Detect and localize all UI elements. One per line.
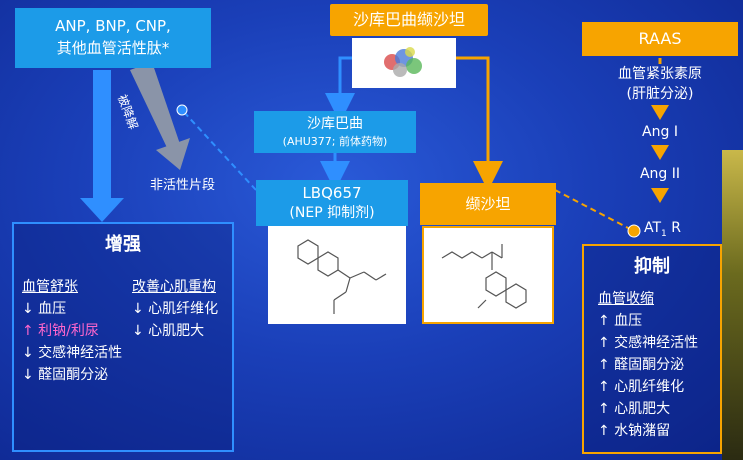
nep-inhibition-line bbox=[181, 109, 257, 191]
enhance-item: ↓ 醛固酮分泌 bbox=[22, 367, 109, 383]
valsartan-structure-image bbox=[422, 226, 554, 324]
natriuretic-line2: 其他血管活性肽* bbox=[56, 39, 170, 57]
enhance-item-highlight: ↑ 利钠/利尿 bbox=[22, 323, 99, 339]
angiotensinogen-label: 血管紧张素原 bbox=[618, 66, 702, 82]
at1r-r: R bbox=[666, 220, 681, 236]
lbq657-structure-icon bbox=[297, 239, 387, 314]
sacubitril-sub: (AHU377; 前体药物) bbox=[282, 135, 388, 148]
inactive-fragment-label: 非活性片段 bbox=[150, 178, 216, 193]
raas-arrow-1 bbox=[651, 105, 669, 120]
anp-to-enhance-arrow bbox=[80, 70, 124, 222]
molecule-3d-icon bbox=[384, 47, 422, 77]
sacubitril-name: 沙库巴曲 bbox=[307, 116, 363, 132]
natriuretic-line1: ANP, BNP, CNP, bbox=[55, 17, 171, 35]
valsartan-box: 缬沙坦 bbox=[420, 183, 556, 225]
raas-box: RAAS bbox=[582, 22, 738, 56]
natriuretic-peptides-box: ANP, BNP, CNP, 其他血管活性肽* bbox=[15, 8, 211, 68]
drug-to-valsartan-arrow bbox=[455, 56, 503, 191]
inhibition-dot bbox=[176, 104, 188, 116]
enhance-item: ↓ 血压 bbox=[22, 301, 67, 317]
inhibit-head: 血管收缩 bbox=[598, 291, 654, 307]
inhibit-list: 血管收缩 ↑ 血压 ↑ 交感神经活性 ↑ 醛固酮分泌 ↑ 心肌纤维化 ↑ 心肌肥… bbox=[584, 288, 720, 442]
at1r-sub: 1 bbox=[661, 228, 667, 239]
side-decoration bbox=[722, 150, 743, 460]
inhibit-item: ↑ 心肌肥大 bbox=[598, 401, 671, 417]
inhibit-panel: 抑制 血管收缩 ↑ 血压 ↑ 交感神经活性 ↑ 醛固酮分泌 ↑ 心肌纤维化 ↑ … bbox=[582, 244, 722, 454]
valsartan-block-line bbox=[554, 189, 633, 231]
ang1-label: Ang I bbox=[642, 124, 678, 140]
lbq657-box: LBQ657 (NEP 抑制剂) bbox=[256, 180, 408, 226]
inhibit-item: ↑ 水钠潴留 bbox=[598, 423, 671, 439]
inhibit-item: ↑ 血压 bbox=[598, 313, 643, 329]
raas-arrow-2 bbox=[651, 145, 669, 160]
raas-arrow-3 bbox=[651, 188, 669, 203]
enhance-title: 增强 bbox=[105, 234, 141, 255]
enhance-item: ↓ 心肌肥大 bbox=[132, 323, 205, 339]
lbq657-structure-image bbox=[268, 226, 406, 324]
at1r-label: AT1 R bbox=[644, 220, 681, 239]
inhibit-item: ↑ 心肌纤维化 bbox=[598, 379, 685, 395]
enhance-panel: 增强 血管舒张 ↓ 血压 ↑ 利钠/利尿 ↓ 交感神经活性 ↓ 醛固酮分泌 改善… bbox=[12, 222, 234, 452]
enhance-col1: 血管舒张 ↓ 血压 ↑ 利钠/利尿 ↓ 交感神经活性 ↓ 醛固酮分泌 bbox=[22, 276, 132, 386]
inhibit-item: ↑ 交感神经活性 bbox=[598, 335, 699, 351]
drug-title-box: 沙库巴曲缬沙坦 bbox=[330, 4, 488, 36]
sacubitril-box: 沙库巴曲 (AHU377; 前体药物) bbox=[254, 111, 416, 153]
enhance-item: ↓ 心肌纤维化 bbox=[132, 301, 219, 317]
lbq657-sub: (NEP 抑制剂) bbox=[289, 205, 375, 221]
valsartan-structure-icon bbox=[441, 244, 527, 309]
inhibit-item: ↑ 醛固酮分泌 bbox=[598, 357, 685, 373]
enhance-col2-head: 改善心肌重构 bbox=[132, 279, 216, 295]
enhance-col1-head: 血管舒张 bbox=[22, 279, 78, 295]
enhance-item: ↓ 交感神经活性 bbox=[22, 345, 123, 361]
enhance-col2: 改善心肌重构 ↓ 心肌纤维化 ↓ 心肌肥大 bbox=[132, 276, 234, 342]
liver-label: (肝脏分泌) bbox=[626, 86, 694, 102]
at1r-main: AT bbox=[644, 220, 662, 236]
lbq657-name: LBQ657 bbox=[302, 184, 362, 202]
drug-molecule-image bbox=[352, 38, 456, 88]
ang2-label: Ang II bbox=[639, 166, 681, 182]
degradation-arrow bbox=[130, 62, 190, 170]
at1r-dot bbox=[627, 224, 641, 238]
inhibit-title: 抑制 bbox=[634, 256, 670, 277]
